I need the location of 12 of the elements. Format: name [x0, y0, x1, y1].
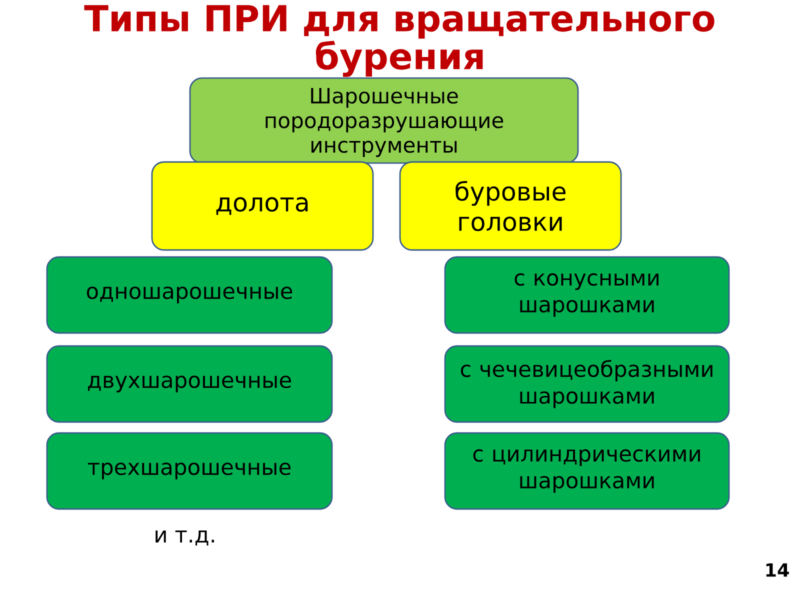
item-box: с чечевицеобразными шарошками — [444, 345, 730, 423]
item-box: одношарошечные — [46, 256, 333, 334]
category-box: долота — [151, 161, 374, 251]
heading-box: Шарошечные породоразрушающие инструменты — [189, 77, 579, 164]
note-text: и т.д. — [156, 530, 214, 546]
title: Типы ПРИ для вращательного бурения — [84, 5, 714, 77]
item-box: с конусными шарошками — [444, 256, 730, 334]
category-box: буровые головки — [399, 161, 622, 251]
item-box: трехшарошечные — [46, 432, 333, 510]
item-box: двухшарошечные — [46, 345, 333, 423]
item-box: с цилиндрическими шарошками — [444, 432, 730, 510]
page-number: 14 — [766, 563, 789, 577]
